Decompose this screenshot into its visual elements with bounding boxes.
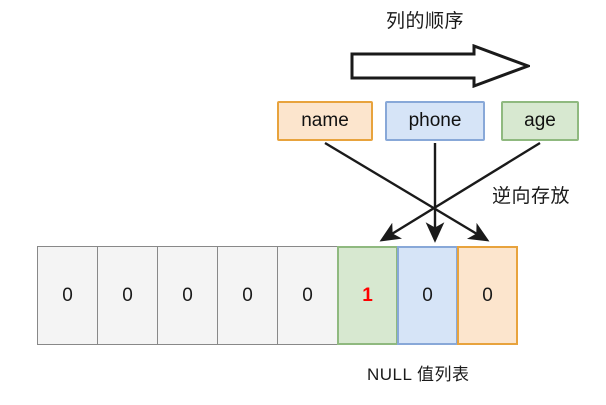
bitmap-cell-5-age[interactable]: 1 xyxy=(337,246,398,345)
bitmap-cell-7-name[interactable]: 0 xyxy=(457,246,518,345)
bitmap-cell-0[interactable]: 0 xyxy=(37,246,98,345)
column-box-age[interactable]: age xyxy=(501,101,579,141)
null-bitmap-row: 0 0 0 0 0 1 0 0 xyxy=(37,246,518,345)
column-box-phone[interactable]: phone xyxy=(385,101,485,141)
bitmap-cell-5-value: 1 xyxy=(362,284,373,306)
bitmap-cell-1[interactable]: 0 xyxy=(97,246,158,345)
null-list-caption: NULL 值列表 xyxy=(367,365,470,384)
column-box-phone-label: phone xyxy=(408,110,462,131)
arrow-name-to-orange-cell xyxy=(324,141,490,242)
bitmap-cell-1-value: 0 xyxy=(122,284,133,306)
bitmap-cell-7-value: 0 xyxy=(482,284,493,306)
direction-block-arrow xyxy=(350,44,530,88)
column-box-name[interactable]: name xyxy=(277,101,373,141)
column-box-name-label: name xyxy=(301,110,349,131)
column-order-title: 列的顺序 xyxy=(386,11,465,32)
bitmap-cell-0-value: 0 xyxy=(62,284,73,306)
bitmap-cell-4-value: 0 xyxy=(302,284,313,306)
bitmap-cell-6-value: 0 xyxy=(422,284,433,306)
bitmap-cell-6-phone[interactable]: 0 xyxy=(397,246,458,345)
reverse-storage-label: 逆向存放 xyxy=(492,186,571,207)
bitmap-cell-2[interactable]: 0 xyxy=(157,246,218,345)
bitmap-cell-4[interactable]: 0 xyxy=(277,246,338,345)
bitmap-cell-3-value: 0 xyxy=(242,284,253,306)
bitmap-cell-2-value: 0 xyxy=(182,284,193,306)
bitmap-cell-3[interactable]: 0 xyxy=(217,246,278,345)
column-box-age-label: age xyxy=(524,110,556,131)
